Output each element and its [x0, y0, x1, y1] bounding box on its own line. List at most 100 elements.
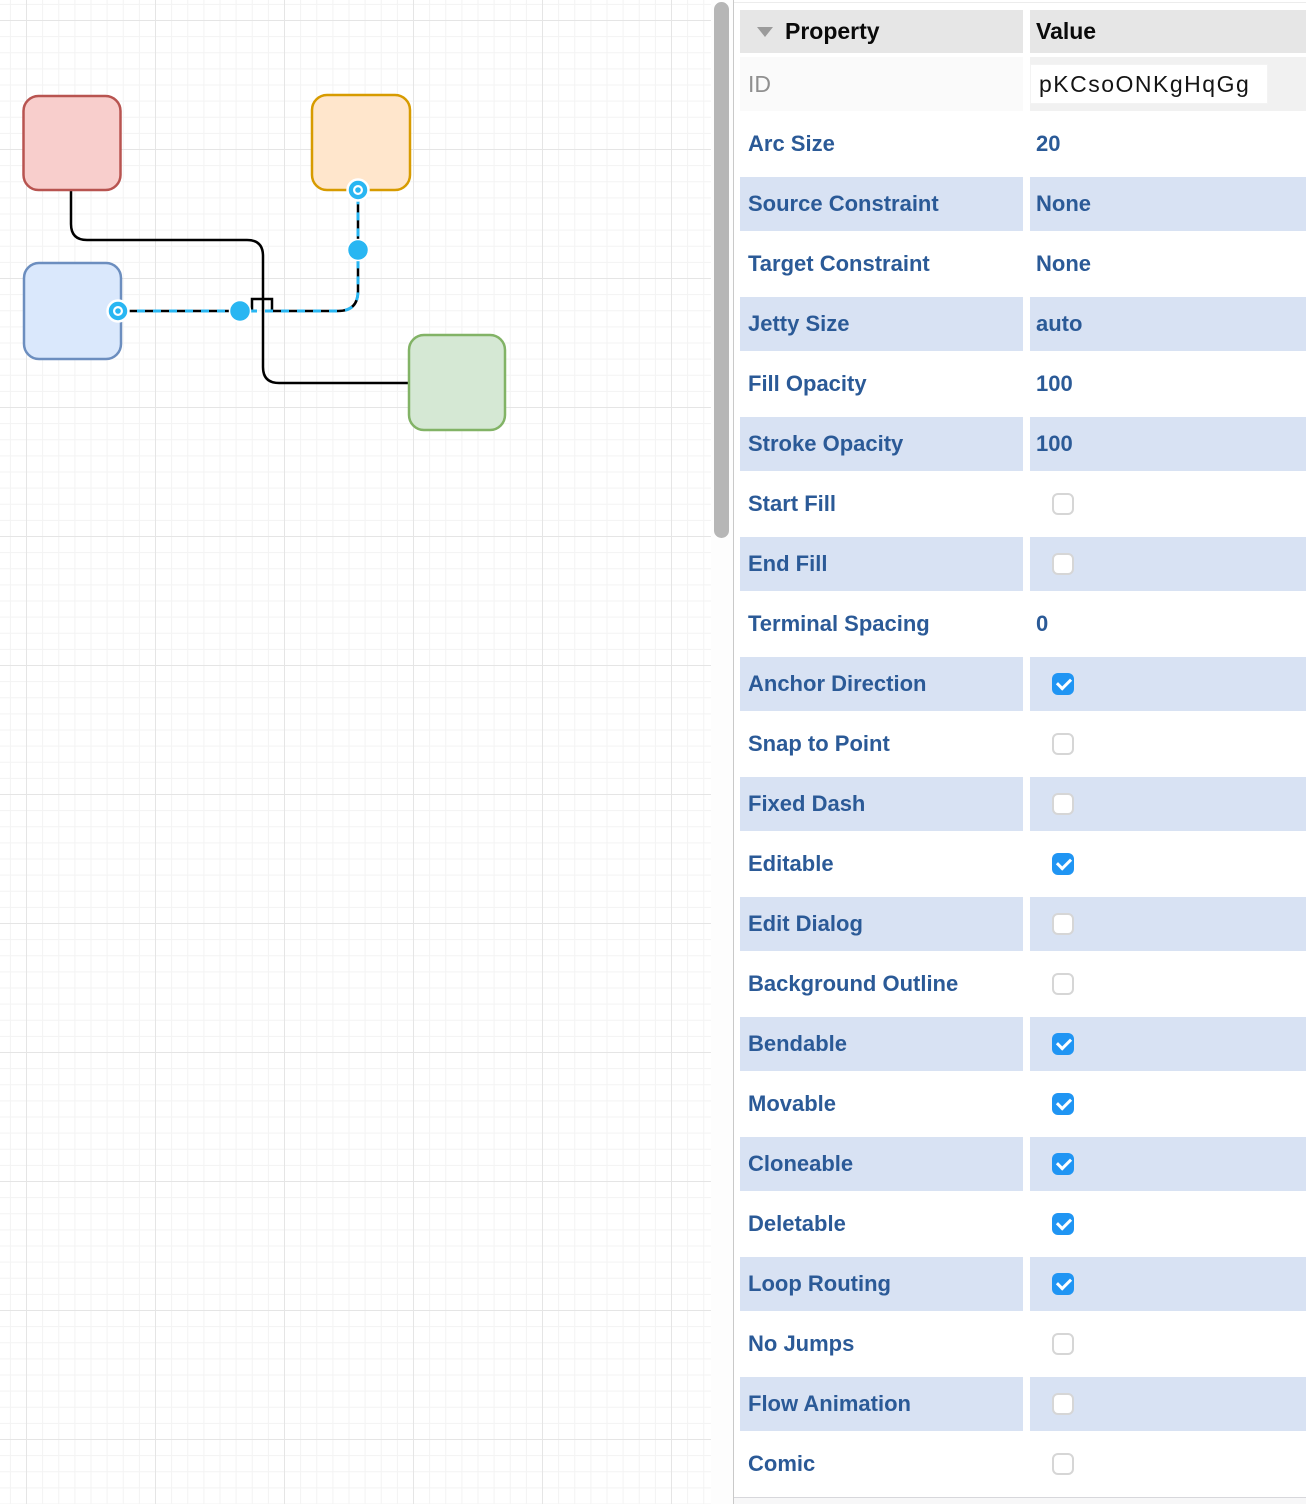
property-value-fill-opacity[interactable]: 100	[1030, 357, 1306, 411]
property-label-start-fill: Start Fill	[740, 477, 1023, 531]
property-row-comic: Comic	[740, 1437, 1306, 1491]
property-value-terminal-spacing[interactable]: 0	[1030, 597, 1306, 651]
property-label-snap-to-point: Snap to Point	[740, 717, 1023, 771]
edge-target-handle[interactable]	[346, 178, 370, 202]
scrollbar-thumb[interactable]	[714, 2, 729, 538]
property-row-edit-dialog: Edit Dialog	[740, 897, 1306, 951]
property-value-snap-to-point[interactable]	[1030, 717, 1306, 771]
property-label-comic: Comic	[740, 1437, 1023, 1491]
property-row-no-jumps: No Jumps	[740, 1317, 1306, 1371]
property-row-fixed-dash: Fixed Dash	[740, 777, 1306, 831]
property-value-bendable[interactable]	[1030, 1017, 1306, 1071]
loop-routing-checkbox[interactable]	[1052, 1273, 1074, 1295]
property-value-no-jumps[interactable]	[1030, 1317, 1306, 1371]
edge-blue-to-orange-selected-highlight[interactable]	[121, 191, 360, 313]
property-value-source-constraint[interactable]: None	[1030, 177, 1306, 231]
property-value-start-fill[interactable]	[1030, 477, 1306, 531]
diagram-svg	[22, 93, 507, 432]
property-label-cloneable: Cloneable	[740, 1137, 1023, 1191]
property-row-cloneable: Cloneable	[740, 1137, 1306, 1191]
canvas-vertical-scrollbar[interactable]	[711, 0, 734, 1504]
edge-red-to-green[interactable]	[69, 190, 409, 385]
property-column-header: Property	[740, 10, 1023, 53]
property-value-loop-routing[interactable]	[1030, 1257, 1306, 1311]
property-row-background-outline: Background Outline	[740, 957, 1306, 1011]
property-label-jetty-size: Jetty Size	[740, 297, 1023, 351]
id-value-input[interactable]: pKCsoONKgHqGg	[1030, 64, 1268, 104]
snap-to-point-checkbox[interactable]	[1052, 733, 1074, 755]
property-value-stroke-opacity[interactable]: 100	[1030, 417, 1306, 471]
property-row-editable: Editable	[740, 837, 1306, 891]
property-label-stroke-opacity: Stroke Opacity	[740, 417, 1023, 471]
property-row-start-fill: Start Fill	[740, 477, 1306, 531]
property-value-deletable[interactable]	[1030, 1197, 1306, 1251]
node-green[interactable]	[407, 333, 507, 432]
flow-animation-checkbox[interactable]	[1052, 1393, 1074, 1415]
diagram-canvas[interactable]	[0, 0, 711, 1504]
property-label-anchor-direction: Anchor Direction	[740, 657, 1023, 711]
bendable-checkbox[interactable]	[1052, 1033, 1074, 1055]
no-jumps-checkbox[interactable]	[1052, 1333, 1074, 1355]
cloneable-checkbox[interactable]	[1052, 1153, 1074, 1175]
property-label-arc-size: Arc Size	[740, 117, 1023, 171]
property-value-flow-animation[interactable]	[1030, 1377, 1306, 1431]
comic-checkbox[interactable]	[1052, 1453, 1074, 1475]
property-label-no-jumps: No Jumps	[740, 1317, 1023, 1371]
panel-bottom-strip	[734, 1497, 1306, 1504]
panel-divider	[734, 2, 1306, 3]
property-value-editable[interactable]	[1030, 837, 1306, 891]
property-label-end-fill: End Fill	[740, 537, 1023, 591]
property-value-movable[interactable]	[1030, 1077, 1306, 1131]
property-value-comic[interactable]	[1030, 1437, 1306, 1491]
node-orange[interactable]	[310, 93, 412, 192]
anchor-direction-checkbox[interactable]	[1052, 673, 1074, 695]
edge-blue-to-orange-selected[interactable]	[121, 191, 360, 313]
deletable-checkbox[interactable]	[1052, 1213, 1074, 1235]
node-red[interactable]	[22, 94, 122, 192]
end-fill-checkbox[interactable]	[1052, 553, 1074, 575]
edge-waypoint-handle[interactable]	[346, 238, 370, 262]
property-label-flow-animation: Flow Animation	[740, 1377, 1023, 1431]
property-value-fixed-dash[interactable]	[1030, 777, 1306, 831]
property-value-anchor-direction[interactable]	[1030, 657, 1306, 711]
property-row-loop-routing: Loop Routing	[740, 1257, 1306, 1311]
table-header-row: Property Value	[740, 10, 1306, 53]
property-label-deletable: Deletable	[740, 1197, 1023, 1251]
property-value-background-outline[interactable]	[1030, 957, 1306, 1011]
property-row-deletable: Deletable	[740, 1197, 1306, 1251]
property-value-end-fill[interactable]	[1030, 537, 1306, 591]
property-label-edit-dialog: Edit Dialog	[740, 897, 1023, 951]
edge-source-handle[interactable]	[106, 299, 130, 323]
property-header-label: Property	[785, 18, 880, 44]
property-value-id[interactable]: pKCsoONKgHqGg	[1030, 57, 1306, 111]
edit-dialog-checkbox[interactable]	[1052, 913, 1074, 935]
property-value-edit-dialog[interactable]	[1030, 897, 1306, 951]
value-column-header: Value	[1030, 10, 1306, 53]
property-row-bendable: Bendable	[740, 1017, 1306, 1071]
start-fill-checkbox[interactable]	[1052, 493, 1074, 515]
property-row-end-fill: End Fill	[740, 537, 1306, 591]
editable-checkbox[interactable]	[1052, 853, 1074, 875]
property-label-source-constraint: Source Constraint	[740, 177, 1023, 231]
movable-checkbox[interactable]	[1052, 1093, 1074, 1115]
edge-waypoint-handle[interactable]	[228, 299, 252, 323]
collapse-triangle-icon[interactable]	[757, 26, 773, 37]
property-value-arc-size[interactable]: 20	[1030, 117, 1306, 171]
property-value-target-constraint[interactable]: None	[1030, 237, 1306, 291]
property-label-bendable: Bendable	[740, 1017, 1023, 1071]
value-header-label: Value	[1036, 18, 1097, 44]
background-outline-checkbox[interactable]	[1052, 973, 1074, 995]
property-row-flow-animation: Flow Animation	[740, 1377, 1306, 1431]
property-value-jetty-size[interactable]: auto	[1030, 297, 1306, 351]
fixed-dash-checkbox[interactable]	[1052, 793, 1074, 815]
property-value-cloneable[interactable]	[1030, 1137, 1306, 1191]
